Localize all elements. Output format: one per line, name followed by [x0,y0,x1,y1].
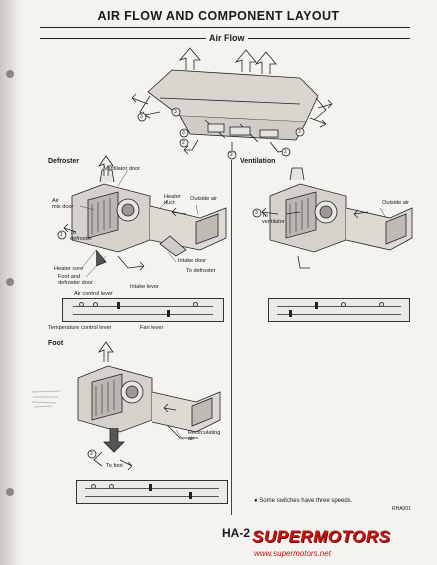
fan-lever-label: Fan lever [140,325,164,331]
page-title: AIR FLOW AND COMPONENT LAYOUT [97,9,340,23]
outside-air-label: Outside air [190,196,218,202]
callout-1: 1 [60,232,63,238]
control-panel-foot [76,480,228,504]
outside-air-label: Outside air [382,200,410,206]
air-control-knob [117,302,120,309]
defroster-heading: Defroster [48,158,80,165]
air-control-knob [149,484,152,491]
dashboard-drawing [131,47,333,155]
temperature-track [73,314,213,315]
temperature-knob [289,310,292,317]
heater-duct-label: Heater duct [164,194,181,207]
intake-door-label: Intake door [178,258,206,264]
title-rule [40,27,410,28]
defroster-unit-drawing [63,155,227,271]
column-divider [231,160,232,515]
callout-3: 3 [255,210,258,216]
footnote: ● Some switches have three speeds. [254,498,352,504]
foot-unit-drawing [77,341,221,471]
watermark-brand: SUPERMOTORS [252,527,391,546]
temperature-control-lever-label: Temperature control lever [48,325,112,331]
intake-lever-label: Intake lever [130,284,159,290]
recirculating-air-label: Recirculating air [188,430,221,443]
binder-hole [6,278,14,286]
control-panel-defroster [62,298,224,322]
air-control-lever-label: Air control lever [74,291,113,297]
air-mix-door-label: Air mix door [52,198,74,211]
to-foot-label: To foot [106,463,123,469]
section-heading: Air Flow [206,33,248,43]
binder-hole [6,488,14,496]
mode-icon [341,302,346,307]
binder-hole [6,70,14,78]
to-ventilator-label: To ventilator [262,213,285,226]
air-control-knob [315,302,318,309]
mode-icon [109,484,114,489]
temperature-track [85,496,219,497]
temperature-knob [167,310,170,317]
callout-2: 2 [284,149,287,155]
temperature-knob [189,492,192,499]
faint-stamp-mark [31,390,61,408]
temperature-track [277,314,401,315]
callout-2: 2 [182,140,185,146]
footnote-asterisk: ● [254,498,260,504]
callout-2: 2 [230,152,233,158]
callout-3: 3 [298,129,301,135]
air-control-track [73,306,213,307]
to-defroster-label: To defroster [70,230,93,243]
callout-3: 3 [182,130,185,136]
foot-heading: Foot [48,340,64,347]
ventilation-heading: Ventilation [240,158,276,165]
callout-3: 3 [174,109,177,115]
page-number: HA-2 [222,526,251,540]
mode-icon [79,302,84,307]
mode-icon [379,302,384,307]
mode-icon [93,302,98,307]
foot-defroster-door-label: Foot and defroster door [58,274,93,287]
supermotors-watermark: SUPERMOTORS www.supermotors.net [252,527,434,563]
heater-core-label: Heater core [54,266,84,272]
control-panel-ventilation [268,298,410,322]
watermark-url: www.supermotors.net [254,549,331,558]
ventilator-door-label: Ventilator door [104,166,141,172]
air-control-track [277,306,401,307]
mode-icon [91,484,96,489]
ventilation-unit-drawing [261,167,413,269]
air-control-track [85,488,219,489]
callout-2: 2 [90,451,93,457]
to-defroster-2-label: To defroster [186,268,216,274]
mode-icon [193,302,198,307]
footnote-text: Some switches have three speeds. [259,498,353,504]
figure-code: RHA001 [392,506,411,512]
callout-3: 3 [140,114,143,120]
